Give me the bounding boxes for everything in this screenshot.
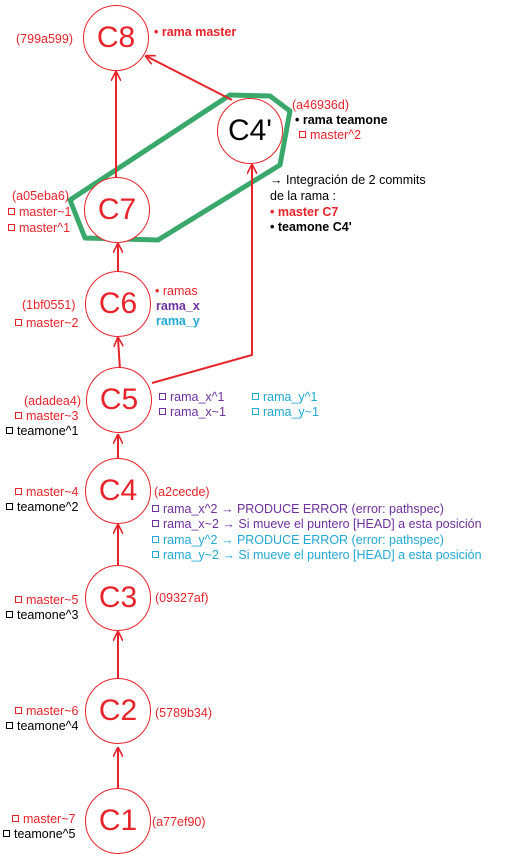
commit-c7: C7	[84, 177, 150, 243]
ref-c3-teamone: teamone^3	[6, 608, 78, 623]
ref-marker-icon	[152, 536, 159, 544]
ref-c2-master-text: master~6	[26, 704, 79, 718]
ref-marker-icon	[152, 551, 159, 559]
ref-c5-y2: rama_y~1	[252, 405, 319, 420]
ref-c3-teamone-text: teamone^3	[17, 608, 79, 622]
edge-c5-c6	[118, 338, 120, 371]
ref-marker-icon	[6, 503, 13, 511]
ref-marker-icon	[159, 408, 166, 416]
edge-c4prime-c8	[146, 56, 233, 101]
hash-c8: (799a599)	[16, 32, 73, 46]
hash-c4prime: (a46936d)	[292, 98, 349, 112]
ref-c6-text: master~2	[26, 316, 79, 330]
commit-c5: C5	[86, 367, 152, 433]
ref-c5-master-text: master~3	[26, 409, 79, 423]
ref-c1-teamone-text: teamone^5	[14, 827, 76, 841]
commit-c4: C4	[85, 458, 151, 524]
note-c4-3: rama_y^2 → PRODUCE ERROR (error: pathspe…	[152, 533, 444, 548]
ref-c2-teamone: teamone^4	[6, 719, 78, 734]
note-c4-2-text: rama_x~2 → Si mueve el puntero [HEAD] a …	[163, 517, 482, 531]
ref-marker-icon	[152, 520, 159, 528]
ref-marker-icon	[15, 596, 22, 604]
ref-c3-master: master~5	[15, 593, 78, 608]
ref-c5-x1-text: rama_x^1	[170, 390, 225, 404]
label-rama-teamone: • rama teamone	[295, 113, 388, 127]
hash-c6: (1bf0551)	[22, 298, 76, 312]
ref-marker-icon	[15, 707, 22, 715]
ref-c4-master: master~4	[15, 485, 78, 500]
note-c4-3-text: rama_y^2 → PRODUCE ERROR (error: pathspe…	[163, 533, 444, 547]
ref-marker-icon	[15, 488, 22, 496]
hash-c2: (5789b34)	[155, 706, 212, 720]
ref-c5-teamone: teamone^1	[6, 424, 78, 439]
ref-marker-icon	[12, 815, 19, 823]
ref-c1-teamone: teamone^5	[3, 827, 75, 842]
commit-c1: C1	[85, 788, 151, 854]
edge-c5-c4prime	[151, 165, 252, 384]
ref-marker-icon	[299, 131, 306, 139]
ref-c3-master-text: master~5	[26, 593, 79, 607]
integration-line-1: → Integración de 2 commits	[270, 173, 426, 187]
label-rama-master: • rama master	[154, 25, 237, 39]
commit-c6: C6	[85, 271, 151, 337]
hash-c1: (a77ef90)	[152, 815, 206, 829]
hash-c4: (a2cecde)	[154, 485, 210, 499]
note-c4-4-text: rama_y~2 → Si mueve el puntero [HEAD] a …	[163, 548, 482, 562]
ref-marker-icon	[6, 427, 13, 435]
ref-c5-teamone-text: teamone^1	[17, 424, 79, 438]
ref-marker-icon	[8, 208, 15, 216]
ref-c4-teamone-text: teamone^2	[17, 500, 79, 514]
commit-c4prime: C4'	[217, 98, 283, 164]
ref-c4prime-text: master^2	[310, 128, 362, 142]
commit-c3: C3	[85, 565, 151, 631]
ref-c7-1: master~1	[8, 205, 71, 220]
hash-c5: (adadea4)	[24, 394, 81, 408]
ref-c5-x1: rama_x^1	[159, 390, 225, 405]
ref-c5-y1: rama_y^1	[252, 390, 318, 405]
ref-c7-2: master^1	[8, 221, 70, 236]
integration-line-3: • master C7	[270, 205, 339, 219]
ref-c1-master: master~7	[12, 812, 75, 827]
ref-marker-icon	[8, 224, 15, 232]
ref-marker-icon	[152, 505, 159, 513]
integration-line-4: • teamone C4'	[270, 220, 352, 234]
integration-line-2: de la rama :	[270, 189, 337, 203]
ref-c7-1-text: master~1	[19, 205, 72, 219]
ref-c6: master~2	[15, 316, 78, 331]
ref-c5-y1-text: rama_y^1	[263, 390, 318, 404]
ref-marker-icon	[252, 408, 259, 416]
ref-marker-icon	[3, 830, 10, 838]
ref-c5-y2-text: rama_y~1	[263, 405, 319, 419]
ref-c4-teamone: teamone^2	[6, 500, 78, 515]
label-rama-y: rama_y	[156, 314, 200, 328]
ref-c2-master: master~6	[15, 704, 78, 719]
ref-marker-icon	[15, 412, 22, 420]
merge-highlight	[67, 92, 293, 243]
ref-c5-master: master~3	[15, 409, 78, 424]
hash-c7: (a05eba6)	[12, 189, 69, 203]
ref-c5-x2: rama_x~1	[159, 405, 226, 420]
label-rama-x: rama_x	[156, 299, 200, 313]
ref-c7-2-text: master^1	[19, 221, 71, 235]
label-ramas: • ramas	[155, 284, 198, 298]
note-c4-1-text: rama_x^2 → PRODUCE ERROR (error: pathspe…	[163, 502, 444, 516]
ref-marker-icon	[159, 393, 166, 401]
commit-c8: C8	[83, 5, 149, 71]
ref-marker-icon	[15, 319, 22, 327]
ref-c2-teamone-text: teamone^4	[17, 719, 79, 733]
ref-c4-master-text: master~4	[26, 485, 79, 499]
ref-c1-master-text: master~7	[23, 812, 76, 826]
hash-c3: (09327af)	[155, 591, 209, 605]
note-c4-2: rama_x~2 → Si mueve el puntero [HEAD] a …	[152, 517, 482, 532]
ref-c5-x2-text: rama_x~1	[170, 405, 226, 419]
ref-marker-icon	[6, 722, 13, 730]
commit-c2: C2	[85, 678, 151, 744]
ref-c4prime: master^2	[299, 128, 361, 143]
ref-marker-icon	[6, 611, 13, 619]
ref-marker-icon	[252, 393, 259, 401]
note-c4-1: rama_x^2 → PRODUCE ERROR (error: pathspe…	[152, 502, 444, 517]
note-c4-4: rama_y~2 → Si mueve el puntero [HEAD] a …	[152, 548, 482, 563]
